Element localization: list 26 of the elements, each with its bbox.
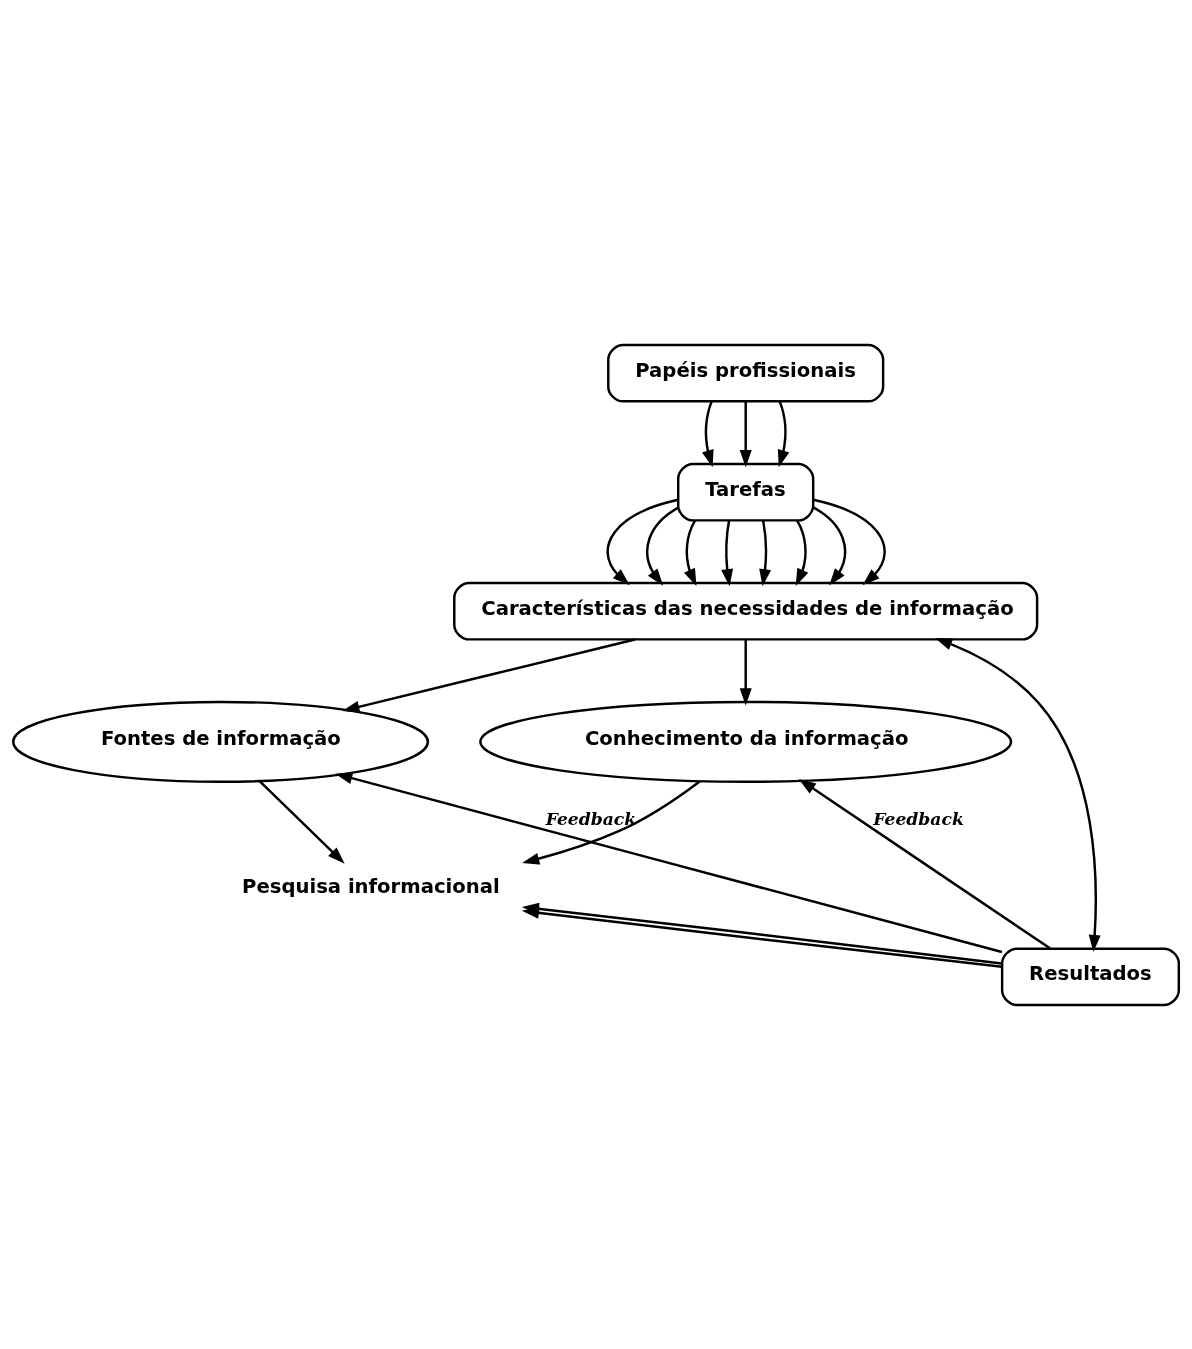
arrow xyxy=(259,779,345,864)
arrow xyxy=(759,519,772,586)
arrow xyxy=(739,639,752,705)
arrow xyxy=(683,519,697,586)
arrow xyxy=(522,779,701,865)
node-box: Tarefas xyxy=(677,462,815,522)
arrow xyxy=(721,519,734,586)
arrow xyxy=(335,771,1003,953)
arrow xyxy=(812,498,886,585)
node-box: Resultados xyxy=(1000,946,1181,1006)
edge-label: Feedback xyxy=(545,808,637,829)
arrow xyxy=(798,778,1051,949)
arrow xyxy=(342,637,636,713)
edge-label: Feedback xyxy=(873,808,964,829)
arrow xyxy=(795,519,809,586)
arrow xyxy=(702,400,714,467)
arrow xyxy=(739,400,752,467)
arrow xyxy=(777,400,790,467)
node-box: Papéis profissionais xyxy=(607,343,885,403)
arrow xyxy=(812,505,847,585)
arrow xyxy=(935,637,1101,952)
node-text: Pesquisa informacional xyxy=(242,874,500,898)
arrow xyxy=(606,498,679,585)
arrow xyxy=(646,506,679,586)
node-box: Características das necessidades de informação xyxy=(453,581,1039,641)
node-ellipse: Conhecimento da informação xyxy=(479,700,1013,783)
